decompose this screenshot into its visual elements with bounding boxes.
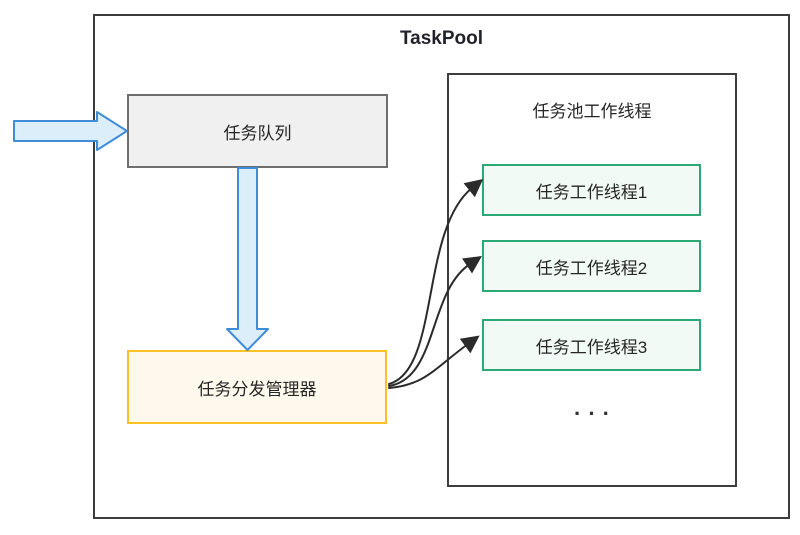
task-dispatcher-label: 任务分发管理器 bbox=[197, 379, 317, 399]
worker-pool-title: 任务池工作线程 bbox=[532, 102, 652, 121]
worker-thread-box-1: 任务工作线程1 bbox=[482, 164, 701, 216]
worker-pool-container: 任务池工作线程 任务工作线程1 任务工作线程2 任务工作线程3 ··· bbox=[447, 73, 737, 487]
task-queue-label: 任务队列 bbox=[223, 123, 292, 143]
worker-thread-box-2: 任务工作线程2 bbox=[482, 240, 701, 292]
task-dispatcher-box: 任务分发管理器 bbox=[127, 350, 387, 424]
worker-thread-box-3: 任务工作线程3 bbox=[482, 319, 701, 371]
more-workers-ellipsis: ··· bbox=[574, 401, 617, 426]
worker-thread-label-1: 任务工作线程1 bbox=[535, 182, 648, 202]
task-queue-box: 任务队列 bbox=[127, 94, 388, 168]
worker-thread-label-2: 任务工作线程2 bbox=[535, 258, 648, 278]
diagram-title: TaskPool bbox=[399, 28, 484, 49]
worker-thread-label-3: 任务工作线程3 bbox=[535, 337, 648, 357]
